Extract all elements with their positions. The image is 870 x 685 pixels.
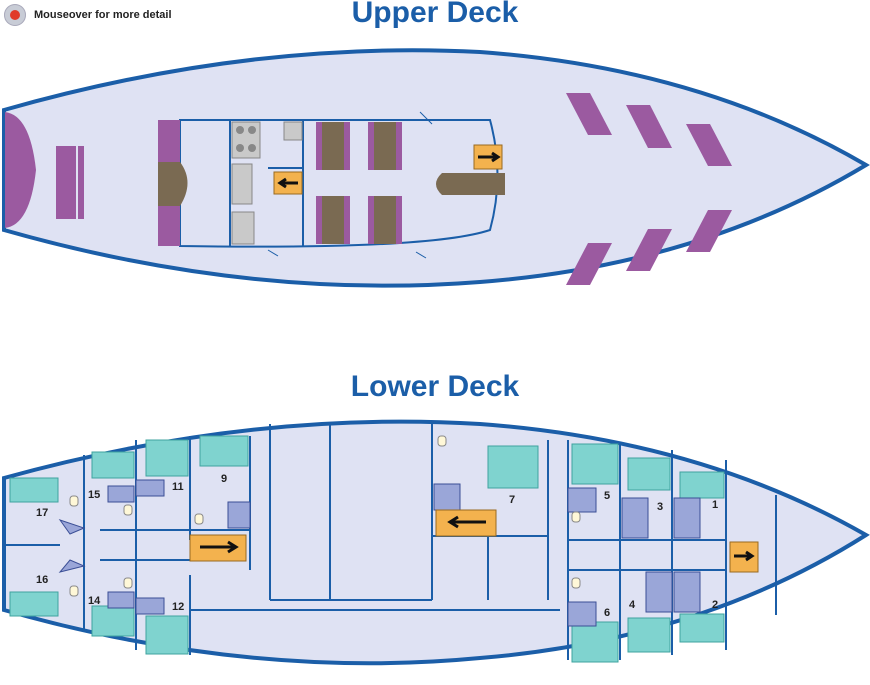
cabin-1-label[interactable]: 1: [712, 499, 718, 511]
cabin-7-label[interactable]: 7: [509, 494, 515, 506]
lower-deck-title: Lower Deck: [350, 370, 520, 403]
dining-tables: [316, 122, 402, 244]
legend: Mouseover for more detail: [4, 4, 172, 26]
lower-deck-stairs: [189, 509, 759, 573]
bar-table: [158, 162, 188, 206]
cabin-12-label[interactable]: 12: [172, 601, 184, 613]
cabin-5-label[interactable]: 5: [604, 490, 610, 502]
stove: [231, 121, 261, 159]
cabin-showers: [58, 479, 701, 627]
cabin-4-label[interactable]: 4: [629, 599, 636, 611]
lower-deck-walls: [4, 424, 777, 660]
cabin-16-label[interactable]: 16: [36, 574, 48, 586]
sun-lounger: [54, 144, 86, 221]
outdoor-table: [436, 173, 505, 195]
bow-loungers: [566, 93, 732, 285]
cabin-14-label[interactable]: 14: [88, 595, 101, 607]
stern-lounge: [5, 112, 36, 228]
cabin-2-label[interactable]: 2: [712, 599, 718, 611]
cabin-3-label[interactable]: 3: [657, 501, 663, 513]
stairs-arrow-icon: [478, 151, 501, 163]
upper-deck-title: Upper Deck: [351, 0, 519, 29]
lower-deck-plan: 1 2 3 4 5 6 7 9 11 12 14 15 16 17: [2, 419, 870, 666]
legend-text: Mouseover for more detail: [34, 9, 172, 21]
upper-deck-plan: [2, 48, 870, 288]
upper-deck-hull: [2, 48, 870, 288]
cabin-17-label[interactable]: 17: [36, 507, 48, 519]
cabin-9-label[interactable]: 9: [221, 473, 227, 485]
cabin-6-label[interactable]: 6: [604, 607, 610, 619]
stairs-arrow-icon: [277, 177, 298, 189]
stairs-arrow-icon: [734, 550, 755, 562]
sink: [231, 211, 255, 245]
counter: [283, 121, 303, 141]
cabin-beds: [9, 435, 725, 663]
cabin-15-label[interactable]: 15: [88, 489, 100, 501]
cabin-11-label[interactable]: 11: [172, 481, 184, 493]
stairs-arrow-icon: [447, 515, 486, 529]
toilets: [69, 435, 581, 597]
counter: [231, 163, 253, 205]
stairs-arrow-icon: [200, 540, 239, 554]
mouseover-indicator-icon: [4, 4, 26, 26]
